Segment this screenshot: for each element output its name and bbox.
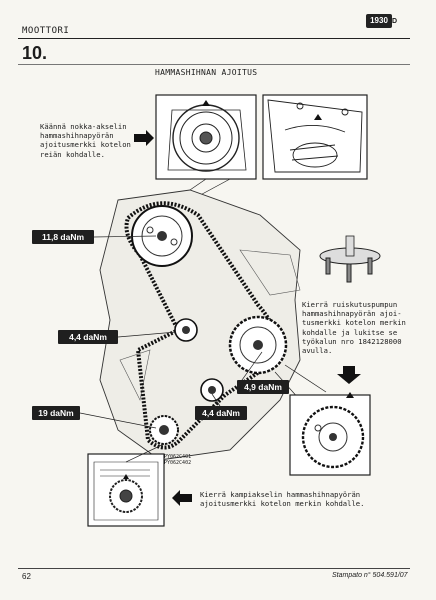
page-number: 62	[22, 572, 31, 581]
footer-rule	[18, 568, 410, 569]
torque-tensioner: 4,4 daNm	[58, 330, 118, 344]
housing-inset-frame	[262, 94, 368, 180]
tensioner-pulley	[174, 318, 198, 342]
housing-detail	[267, 99, 363, 173]
chapter-number: 10.	[22, 43, 48, 63]
pump-inset-detail	[301, 405, 365, 469]
header-rule-secondary	[18, 64, 410, 65]
arrow-right-icon	[134, 130, 154, 146]
camshaft-pulley	[131, 205, 193, 267]
camshaft-instruction: Käännä nokka-akselin hammashihnapyörän a…	[40, 122, 131, 159]
torque-pump: 4,9 daNm	[237, 380, 289, 394]
section-header: MOOTTORI	[22, 26, 70, 36]
pump-instruction: Kierrä ruiskutuspumpun hammashihnapyörän…	[302, 300, 406, 356]
arrow-down-icon	[337, 366, 361, 384]
torque-crank: 19 daNm	[32, 406, 80, 420]
idler-pulley	[200, 378, 224, 402]
header-rule	[18, 38, 410, 39]
crankshaft-instruction: Kierrä kampiakselin hammashihnapyörän aj…	[200, 490, 365, 509]
locking-tool-illustration	[319, 235, 381, 283]
figure-codes: PY062C401 PY062C402	[164, 454, 192, 466]
print-reference: Stampato n° 504.591/07	[332, 572, 408, 579]
model-badge: 1930	[366, 14, 392, 28]
page-title: HAMMASHIHNAN AJOITUS	[155, 68, 258, 77]
timing-mark-icon	[202, 100, 210, 106]
arrow-left-icon	[172, 490, 192, 506]
crank-pulley	[149, 415, 179, 445]
crank-inset-detail	[93, 461, 159, 521]
model-badge-suffix: D	[392, 18, 398, 25]
pump-pulley	[228, 315, 288, 375]
torque-idler: 4,4 daNm	[195, 406, 247, 420]
torque-camshaft: 11,8 daNm	[32, 230, 94, 244]
